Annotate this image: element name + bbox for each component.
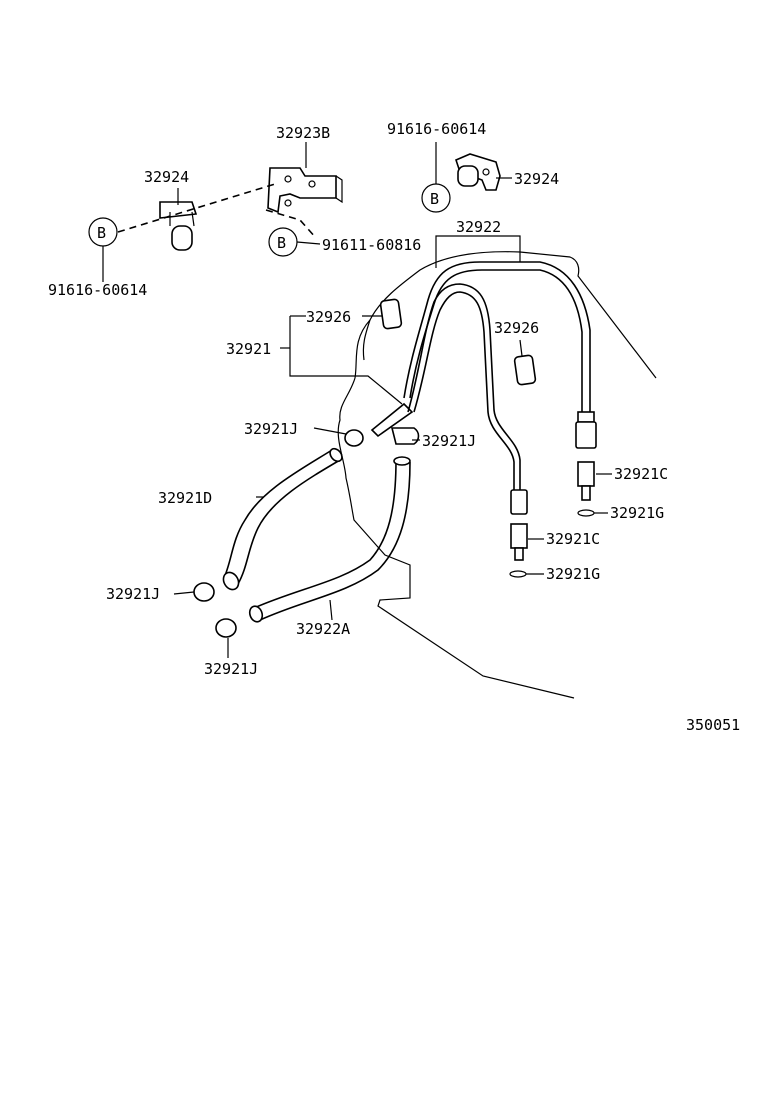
label-32924-right: 32924 (514, 170, 559, 188)
label-32921j-lower-left: 32921J (106, 585, 160, 603)
label-32921g-lower: 32921G (546, 565, 600, 583)
clamp-32924-right (455, 153, 501, 191)
pipe-fittings (509, 411, 597, 578)
label-91611-60816: 91611-60816 (322, 236, 421, 254)
hose-32921d (222, 447, 343, 591)
part-labels: 32923B 91616-60614 32924 32924 91611-608… (48, 120, 740, 734)
label-32922: 32922 (456, 218, 501, 236)
grommets-32926 (379, 298, 537, 386)
label-32926-left: 32926 (306, 308, 351, 326)
clamp-32924-left (159, 201, 198, 251)
label-32921j-upper-left: 32921J (244, 420, 298, 438)
label-32921g-right: 32921G (610, 504, 664, 522)
label-32922a: 32922A (296, 620, 350, 638)
bolt-callout-mid: B (268, 227, 298, 257)
label-32921c-right: 32921C (614, 465, 668, 483)
label-32923b: 32923B (276, 124, 330, 142)
label-32924-left: 32924 (144, 168, 189, 186)
bolt-callout-left: B (88, 217, 118, 247)
callout-letter: B (430, 190, 439, 208)
callout-letter: B (277, 234, 286, 252)
leader-lines (102, 142, 612, 658)
diagram-id: 350051 (686, 716, 740, 734)
engine-outline (337, 251, 657, 699)
bracket-32923b (267, 167, 343, 214)
callout-letter: B (97, 224, 106, 242)
label-32921d: 32921D (158, 489, 212, 507)
label-32921j-bottom: 32921J (204, 660, 258, 678)
label-91616-60614-left: 91616-60614 (48, 281, 147, 299)
label-32926-right: 32926 (494, 319, 539, 337)
label-91616-60614-top: 91616-60614 (387, 120, 486, 138)
steel-pipes-32922 (370, 261, 591, 490)
hose-clamps-32921j (193, 427, 420, 638)
bolt-callout-top: B (421, 183, 451, 213)
label-32921j-upper-right: 32921J (422, 432, 476, 450)
label-32921c-lower: 32921C (546, 530, 600, 548)
hose-32922a (248, 456, 411, 623)
assembly-dash-lines (117, 183, 317, 239)
label-32921: 32921 (226, 340, 271, 358)
